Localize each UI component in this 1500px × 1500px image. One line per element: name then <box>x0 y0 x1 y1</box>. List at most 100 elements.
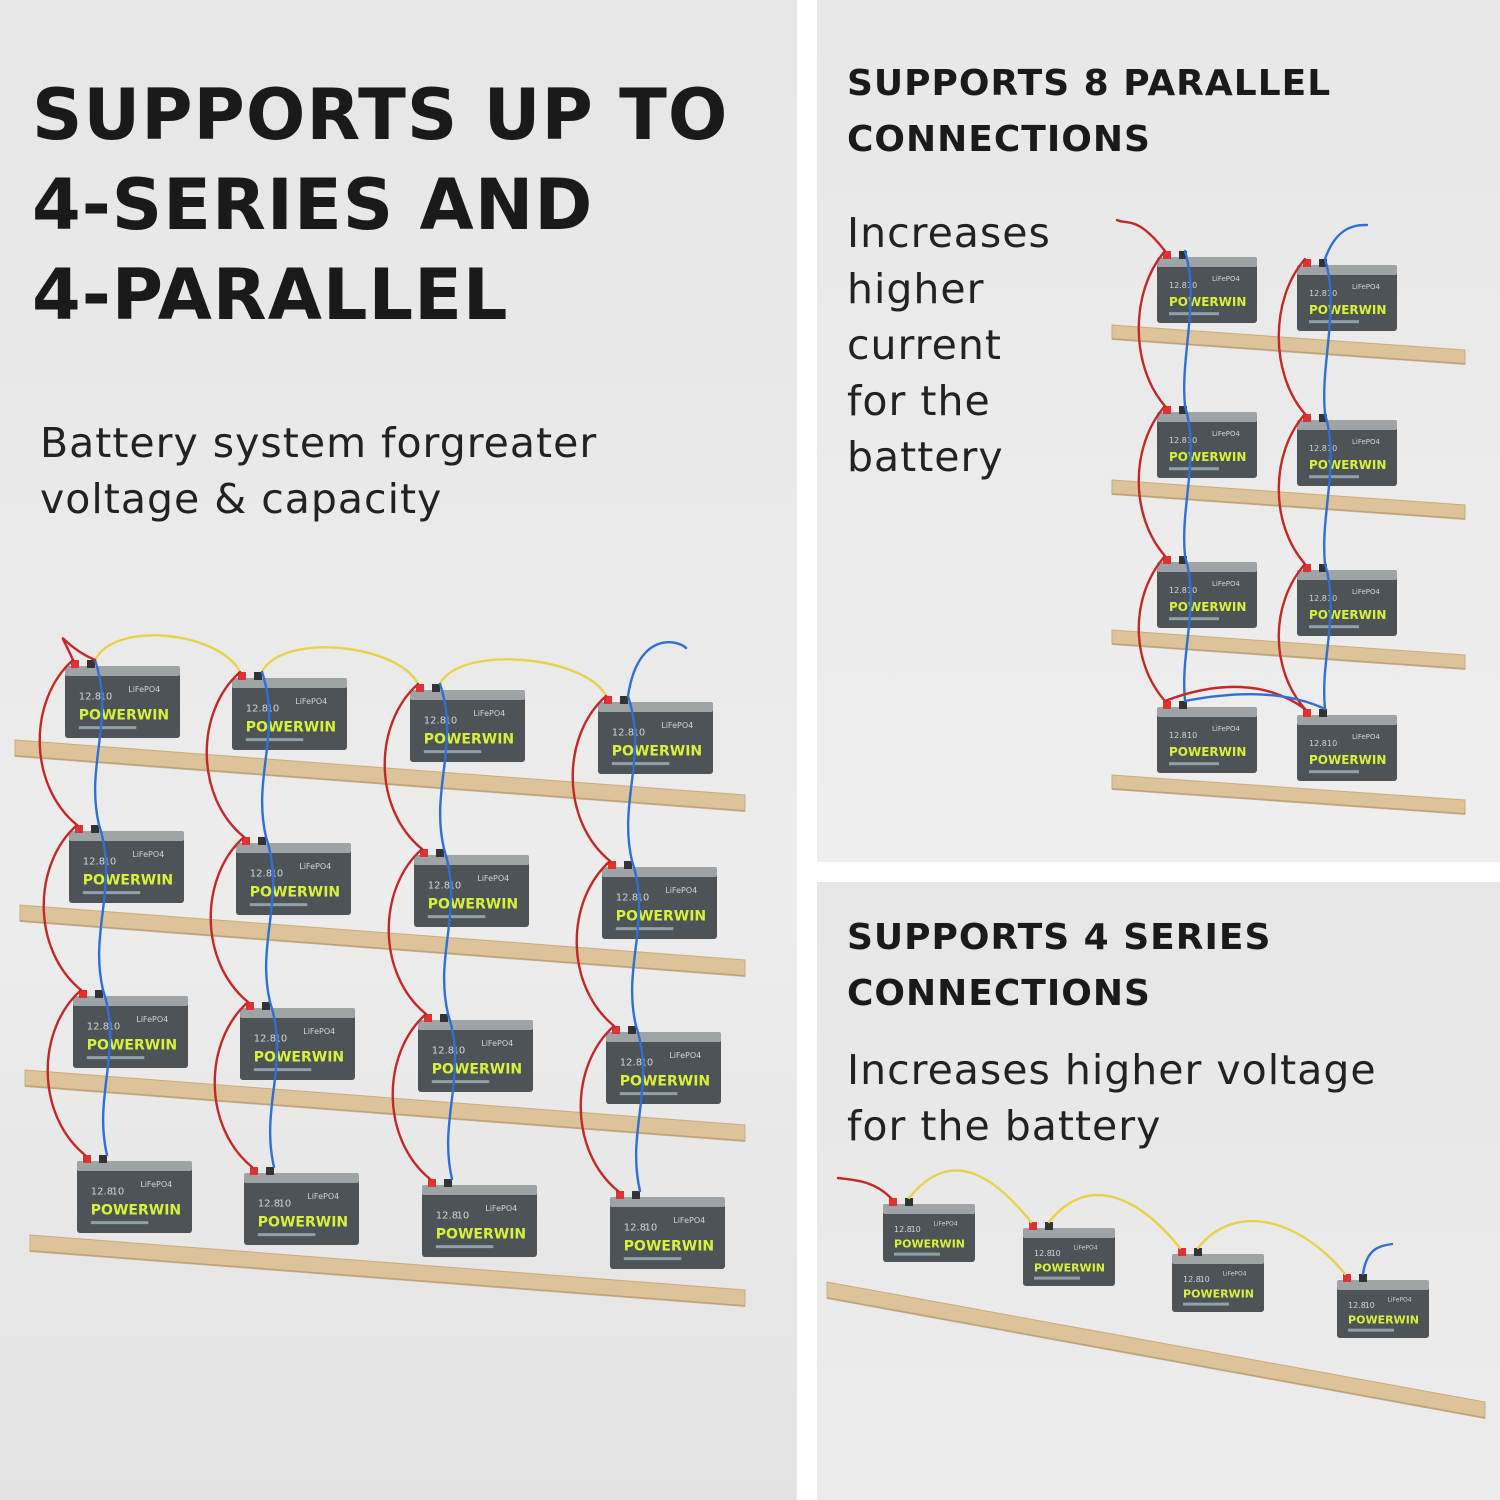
battery-brand-label: POWERWIN <box>1034 1261 1105 1274</box>
battery-chemistry-label: LiFePO4 <box>1074 1245 1098 1252</box>
battery-body <box>602 873 717 939</box>
negative-terminal-icon <box>262 1002 270 1010</box>
battery-chemistry-label: LiFePO4 <box>136 1015 168 1024</box>
blue-cross-wire <box>1183 693 1327 711</box>
battery-capacity-label: 10 <box>271 869 284 880</box>
battery-stripe <box>245 738 304 742</box>
positive-terminal-icon <box>71 660 79 668</box>
red-parallel-wire <box>38 658 79 827</box>
battery-chemistry-label: LiFePO4 <box>661 721 693 730</box>
red-parallel-wire <box>46 988 87 1157</box>
battery-capacity-label: 10 <box>453 1046 466 1057</box>
blue-parallel-wire <box>268 1000 279 1169</box>
blue-parallel-wire <box>438 682 449 851</box>
battery-lid <box>1157 562 1257 572</box>
negative-terminal-icon <box>432 684 440 692</box>
shelves-group <box>1111 324 1466 815</box>
battery-capacity-label: 10 <box>112 1187 125 1198</box>
battery-chemistry-label: LiFePO4 <box>1352 733 1381 741</box>
battery-body <box>1157 263 1257 323</box>
blue-parallel-wire <box>634 1024 645 1193</box>
battery-brand-label: POWERWIN <box>250 885 340 901</box>
battery-brand-label: POWERWIN <box>1169 745 1246 759</box>
red-parallel-wire <box>205 670 246 839</box>
positive-terminal-icon <box>889 1198 897 1206</box>
battery-grid-4x4-illustration: POWERWINLiFePO412.810POWERWINLiFePO412.8… <box>14 634 746 1307</box>
battery-stripe <box>615 927 674 931</box>
battery-lid <box>65 666 180 676</box>
blue-parallel-wire <box>1183 554 1192 703</box>
negative-terminal-icon <box>620 696 628 704</box>
battery-body <box>422 1191 537 1257</box>
red-parallel-wire <box>383 682 424 851</box>
battery-body <box>65 672 180 738</box>
battery-body <box>73 1002 188 1068</box>
shelf-edge <box>1111 643 1466 670</box>
battery-capacity-label: 10 <box>1200 1275 1210 1284</box>
battery-voltage-label: 12.8 <box>436 1211 458 1222</box>
battery-stripe <box>82 891 141 895</box>
battery-body <box>598 708 713 774</box>
positive-terminal-icon <box>1303 414 1311 422</box>
battery-lid <box>883 1204 975 1214</box>
parallel-title-line-1: SUPPORTS 8 PARALLEL <box>847 63 1332 104</box>
battery-brand-label: POWERWIN <box>620 1074 710 1090</box>
series-description-line-2: for the battery <box>847 1102 1162 1150</box>
yellow-series-wire <box>438 658 608 698</box>
battery-lid <box>240 1008 355 1018</box>
blue-parallel-wire <box>442 847 453 1016</box>
battery-capacity-label: 10 <box>911 1225 921 1234</box>
battery-brand-label: POWERWIN <box>83 873 173 889</box>
battery-stripe <box>1169 762 1219 766</box>
battery-voltage-label: 12.8 <box>1309 594 1327 603</box>
red-parallel-wire <box>391 1012 432 1181</box>
battery-chemistry-label: LiFePO4 <box>295 697 327 706</box>
battery-body <box>1157 418 1257 478</box>
wooden-shelf <box>1111 629 1466 670</box>
blue-output-wire <box>1361 1242 1394 1276</box>
negative-terminal-icon <box>1045 1222 1053 1230</box>
battery-body <box>69 837 184 903</box>
positive-terminal-icon <box>79 990 87 998</box>
main-title-line-2: 4-SERIES AND <box>32 164 594 246</box>
positive-terminal-icon <box>1303 259 1311 267</box>
battery-stripe <box>619 1092 678 1096</box>
shelf-edge <box>19 920 746 977</box>
battery-stripe <box>435 1245 494 1249</box>
battery-stripe <box>1183 1302 1230 1306</box>
blue-parallel-wire <box>1183 404 1192 558</box>
red-parallel-wire <box>213 1000 254 1169</box>
parallel-description-line-3: current <box>847 321 1002 369</box>
battery-body <box>610 1203 725 1269</box>
battery-capacity-label: 10 <box>279 1199 292 1210</box>
battery-chemistry-label: LiFePO4 <box>477 874 509 883</box>
negative-terminal-icon <box>254 672 262 680</box>
battery-stripe <box>894 1252 941 1256</box>
battery-stripe <box>257 1233 316 1237</box>
yellow-series-wire <box>907 1169 1033 1224</box>
battery-stripe <box>1169 312 1219 316</box>
negative-terminal-icon <box>99 1155 107 1163</box>
battery-voltage-label: 12.8 <box>1309 289 1327 298</box>
battery-lid <box>610 1197 725 1207</box>
battery-voltage-label: 12.8 <box>250 869 272 880</box>
battery-stripe <box>423 750 482 754</box>
battery-body <box>1297 576 1397 636</box>
battery-voltage-label: 12.8 <box>624 1223 646 1234</box>
battery-capacity-label: 10 <box>275 1034 288 1045</box>
parallel-title: SUPPORTS 8 PARALLEL CONNECTIONS <box>847 56 1487 168</box>
shelf-edge <box>29 1250 746 1307</box>
battery-capacity-label: 10 <box>645 1223 658 1234</box>
battery-brand-label: POWERWIN <box>1309 608 1386 622</box>
battery-body <box>236 849 351 915</box>
battery-capacity-label: 10 <box>100 692 113 703</box>
positive-terminal-icon <box>420 849 428 857</box>
